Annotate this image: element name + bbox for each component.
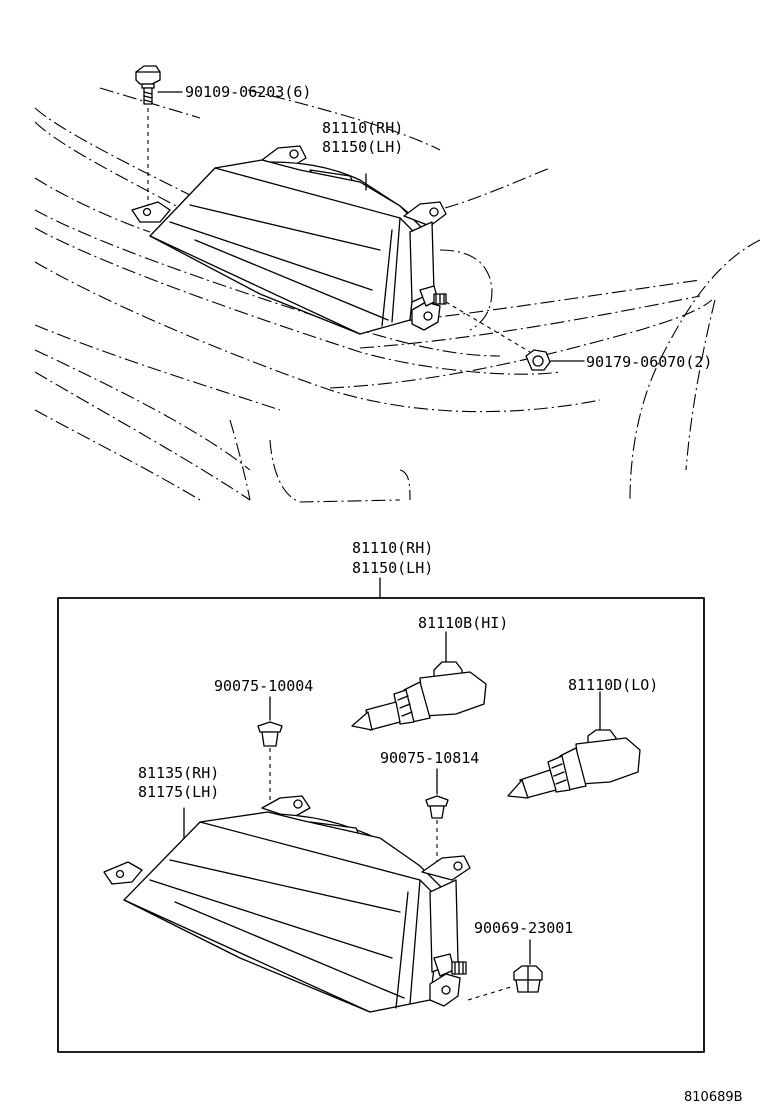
diagram-reference-code: 810689B xyxy=(684,1090,743,1105)
clip-b-icon xyxy=(425,795,449,819)
clip-a-icon xyxy=(257,721,283,747)
label-bolt-top: 90109-06203(6) xyxy=(185,83,311,101)
label-bulb-lo: 81110D(LO) xyxy=(568,676,658,694)
label-housing-rh: 81135(RH) xyxy=(138,764,219,782)
label-housing-lh: 81175(LH) xyxy=(138,783,219,801)
label-clip-a: 90075-10004 xyxy=(214,677,313,695)
assembly-box xyxy=(57,597,705,1053)
label-headlamp-assy-lh: 81150(LH) xyxy=(352,559,433,577)
label-bulb-hi: 81110B(HI) xyxy=(418,614,508,632)
vehicle-body-outline xyxy=(34,87,760,503)
headlamp-housing-icon xyxy=(103,795,471,1013)
label-headlamp-top-lh: 81150(LH) xyxy=(322,138,403,156)
flange-nut-icon xyxy=(525,349,551,371)
flange-nut-bottom-icon xyxy=(513,965,543,993)
headlamp-bulb-lo-icon xyxy=(507,729,641,799)
label-nut-bottom: 90069-23001 xyxy=(474,919,573,937)
label-headlamp-assy-rh: 81110(RH) xyxy=(352,539,433,557)
label-headlamp-top-rh: 81110(RH) xyxy=(322,119,403,137)
headlamp-bulb-hi-icon xyxy=(351,661,487,731)
mounting-bolt-icon xyxy=(135,65,161,105)
label-nut-top: 90179-06070(2) xyxy=(586,353,712,371)
label-clip-b: 90075-10814 xyxy=(380,749,479,767)
headlamp-assembly-top-icon xyxy=(131,145,447,335)
